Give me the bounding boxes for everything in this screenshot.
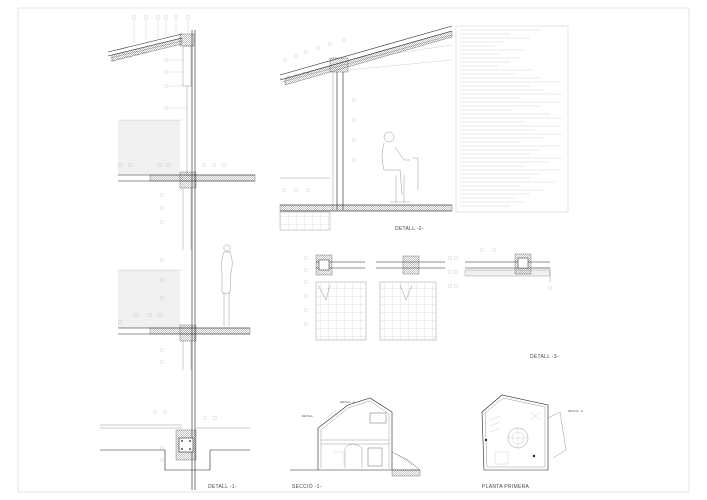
section-label: SECCIÓ -1- [292, 483, 322, 490]
detail-1-drawing [100, 15, 256, 490]
sheet-border [17, 7, 690, 493]
detail-2-label: DETALL -2- [395, 226, 424, 232]
detail-1-label: DETALL -1- [208, 484, 237, 490]
legend-block [455, 25, 569, 213]
detail-3-label: DETALL -3- [530, 354, 559, 360]
section-detail-tag-a: DETALL [302, 414, 313, 418]
plan-detail-tag: DETALL -3- [568, 409, 584, 413]
detail-2-drawing [279, 25, 453, 231]
first-floor-plan-drawing [481, 394, 567, 471]
plan-label: PLANTA PRIMERA [482, 484, 530, 490]
section-drawing [290, 397, 421, 477]
detail-3-drawing [304, 248, 552, 341]
section-detail-tag-b: DETALL -2- [340, 400, 356, 404]
